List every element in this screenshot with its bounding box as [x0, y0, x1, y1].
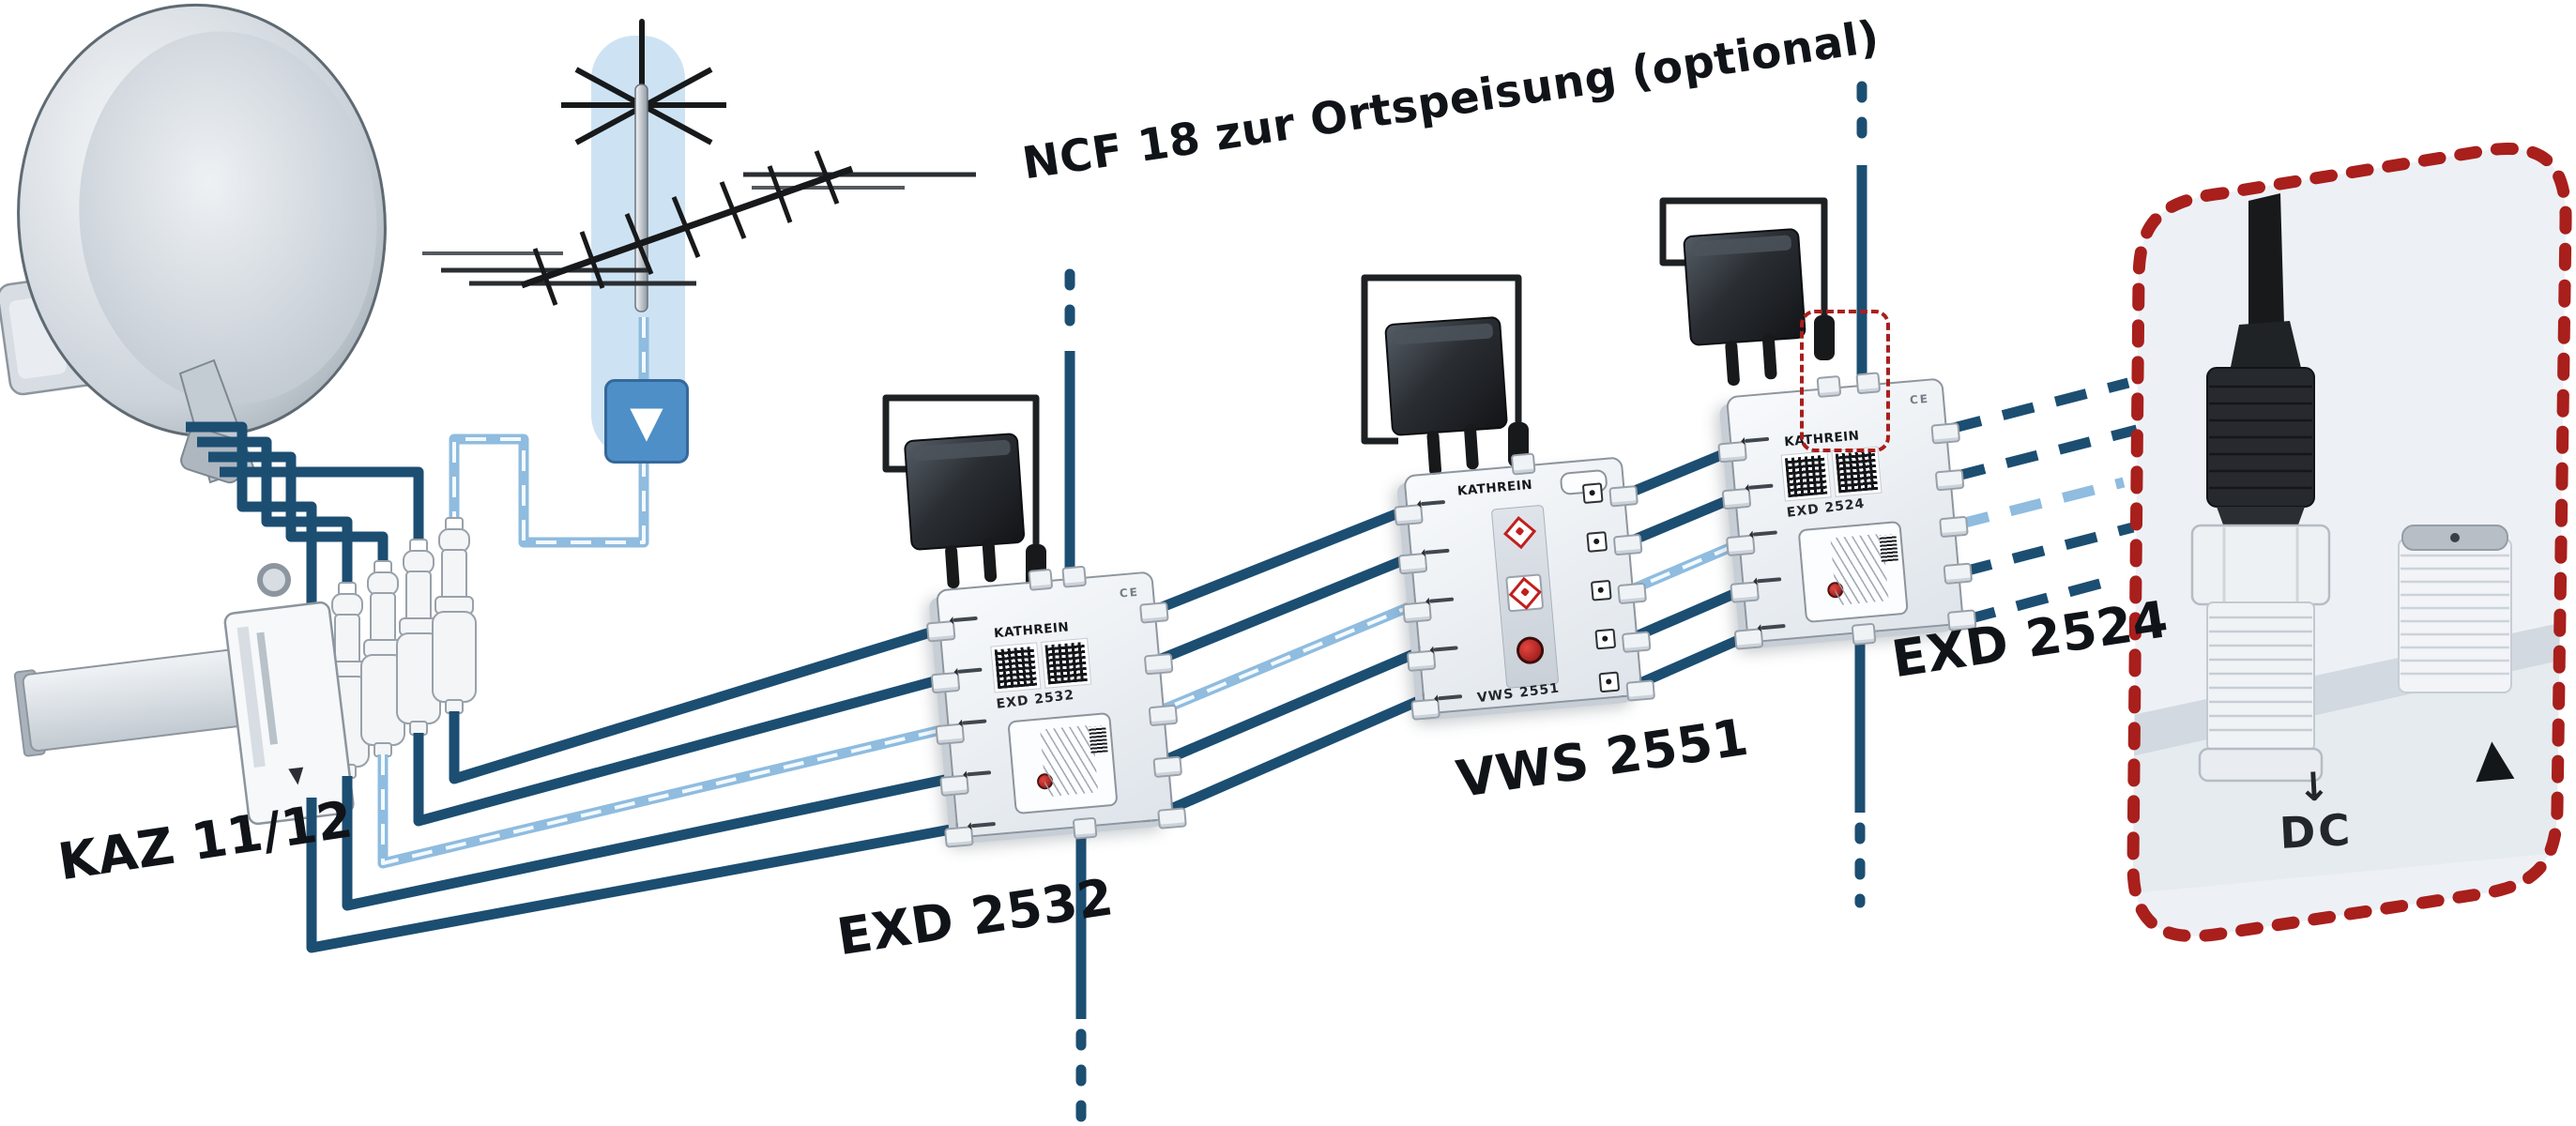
trunk-port [1072, 816, 1098, 840]
indicator-square [1581, 482, 1604, 505]
trunk-line-exd2532 [1064, 268, 1087, 1122]
port-label [1748, 483, 1774, 490]
terrestrial-antenna [422, 19, 976, 312]
rotary-knob-icon [1515, 635, 1546, 665]
port-label [1425, 548, 1450, 555]
ce-mark: CE [1909, 391, 1930, 407]
port-label [962, 719, 987, 725]
qr-code [990, 642, 1042, 693]
output-port [1608, 485, 1639, 508]
port-label [1761, 624, 1786, 631]
trunk-port [1061, 565, 1088, 588]
wall-slab-front [2133, 659, 2567, 893]
output-port [1138, 601, 1169, 624]
indicator-square [1598, 671, 1621, 693]
trunk-line-exd2524 [1854, 81, 1867, 908]
dc-marking: ↓ DC [2262, 763, 2370, 860]
dc-barrel-connector [1814, 315, 1835, 360]
arrester [432, 517, 477, 714]
output-port [1148, 704, 1179, 727]
yagi-antenna [422, 150, 976, 306]
port-label [953, 616, 978, 623]
control-strip [1490, 504, 1560, 689]
dc-input-highlight [1800, 310, 1890, 452]
qr-code [1041, 637, 1092, 689]
mini-label [1879, 534, 1898, 562]
antenna-amplifier-icon: ▼ [604, 379, 689, 464]
port-label [1428, 597, 1455, 603]
power-adapter [1683, 228, 1806, 387]
output-port [1157, 807, 1187, 829]
f-connector-socket [2398, 525, 2512, 693]
port-label [1437, 694, 1463, 701]
amplifier-triangle-icon: ▼ [630, 396, 663, 447]
brand-logo: KATHREIN [993, 619, 1070, 642]
port-label [957, 667, 983, 674]
kaz-mounting-rail [13, 644, 282, 757]
adjustment-panel [1007, 711, 1119, 815]
adjustment-panel [1797, 520, 1909, 624]
output-port [1943, 562, 1974, 586]
port-label [1420, 499, 1446, 507]
output-port [1621, 631, 1652, 653]
device-vws2551: KATHREIN VWS 2551 [1394, 452, 1656, 721]
mini-label [1089, 725, 1108, 753]
indicator-square [1590, 579, 1612, 601]
port-label [1752, 530, 1777, 537]
terrestrial-feed-cable [449, 317, 649, 548]
dc-connector [2190, 193, 2331, 783]
region-dashed-border [2126, 143, 2572, 943]
qr-code [1780, 450, 1832, 502]
exd2524-output-dashed-cables [1948, 377, 2139, 626]
port-label [1433, 646, 1458, 652]
port-label [1757, 577, 1782, 584]
switch-arrow-icon [1502, 515, 1537, 550]
trunk-port [1851, 622, 1877, 646]
wall-detail-region [2126, 143, 2572, 943]
dc-label: DC [2278, 803, 2355, 859]
satellite-dish [17, 3, 387, 438]
mount-eyelet [257, 563, 291, 597]
output-port [1934, 468, 1965, 492]
direction-triangle-icon: ▲ [2471, 725, 2516, 788]
output-port [1612, 533, 1643, 556]
output-port [1625, 679, 1656, 702]
qr-code [1831, 446, 1882, 497]
ce-mark: CE [1119, 585, 1140, 601]
dish-downlead-cables [186, 421, 424, 612]
arrester [360, 560, 405, 757]
indicator-square [1594, 628, 1617, 650]
kaz-to-exd2532-cables [306, 613, 978, 953]
output-port [1617, 582, 1648, 605]
exd2532-to-vws-cables [1140, 493, 1439, 827]
down-arrow-icon: ↓ [2295, 763, 2332, 811]
brand-logo: KATHREIN [1456, 477, 1533, 499]
arrester [396, 539, 441, 736]
port-label [970, 821, 997, 829]
device-model-text: EXD 2524 [1786, 495, 1867, 521]
power-adapter [904, 433, 1026, 589]
port-label [966, 770, 992, 777]
device-exd2532: KATHREIN CE EXD 2532 [925, 565, 1187, 848]
indicator-square [1586, 531, 1608, 553]
output-port [1930, 422, 1961, 445]
output-port [1143, 652, 1174, 676]
port-label [1744, 436, 1770, 444]
kaz-label-plate [223, 601, 355, 826]
mast-spike [639, 19, 645, 90]
output-port [1152, 755, 1183, 779]
output-port [1939, 515, 1969, 539]
dc-input-port [1510, 452, 1536, 476]
antenna-mast [634, 84, 648, 312]
dc-input-port [1028, 568, 1054, 591]
power-adapter [1384, 316, 1508, 477]
device-model-text: EXD 2532 [995, 687, 1075, 712]
